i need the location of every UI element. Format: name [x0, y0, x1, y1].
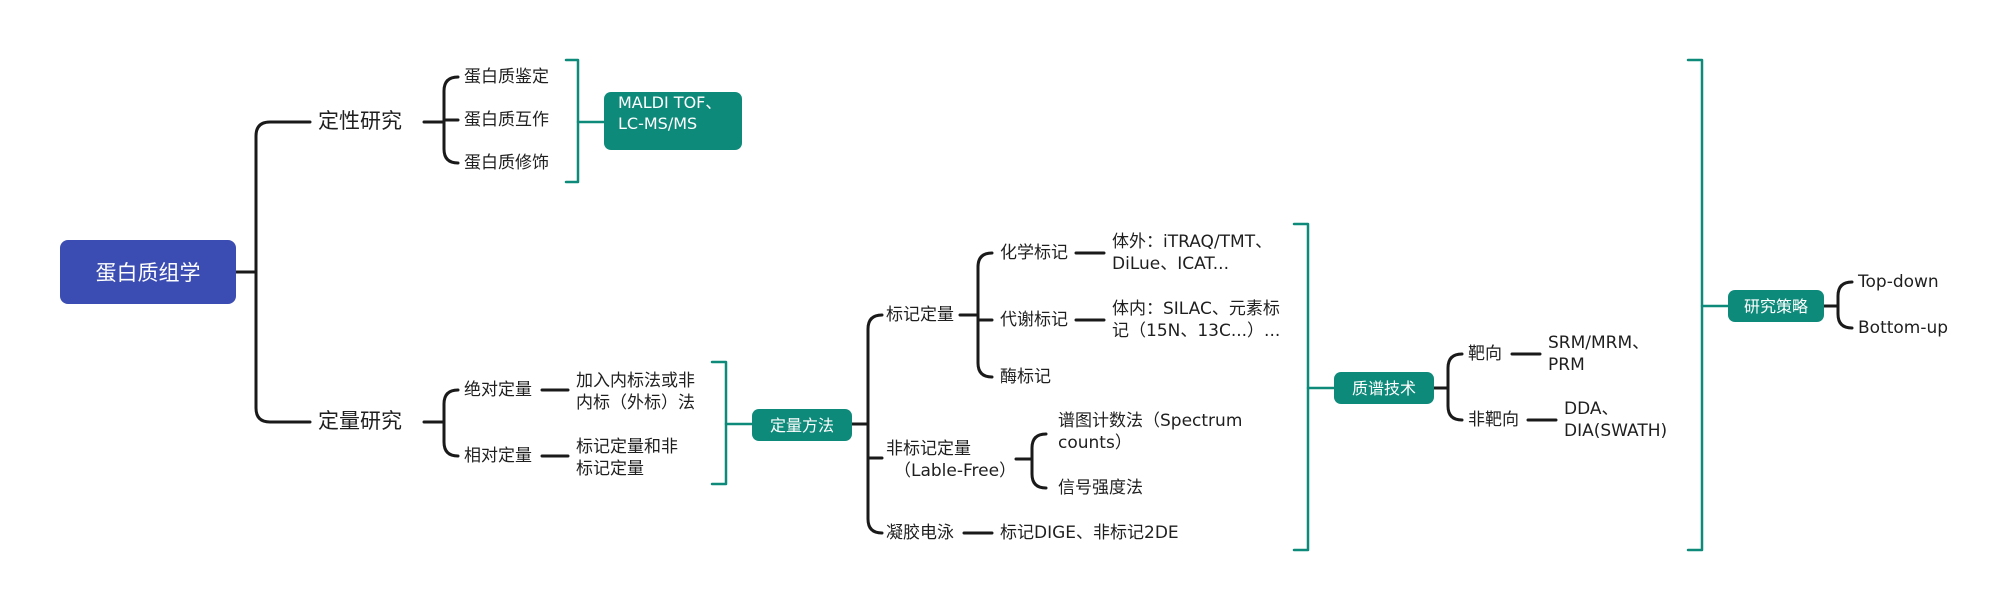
tag-strategy: 研究策略 [1728, 290, 1824, 322]
node-chemical-detail-line1: 体外：iTRAQ/TMT、 [1112, 232, 1273, 252]
node-absolute: 绝对定量 [464, 380, 532, 400]
node-chemical-detail: 体外：iTRAQ/TMT、 DiLue、ICAT... [1112, 231, 1272, 275]
node-absolute-detail-line1: 加入内标法或非 [576, 371, 695, 391]
node-metabolic: 代谢标记 [1000, 310, 1068, 330]
node-protein-interaction: 蛋白质互作 [464, 110, 549, 130]
root-label: 蛋白质组学 [95, 261, 201, 285]
node-absolute-detail: 加入内标法或非 内标（外标）法 [576, 370, 695, 414]
node-chemical-detail-line2: DiLue、ICAT... [1112, 254, 1229, 274]
tag-qualitative-method: MALDI TOF、 LC-MS/MS [604, 92, 742, 150]
node-qualitative: 定性研究 [318, 109, 402, 133]
bracket-quantitative [710, 360, 728, 486]
node-gel-detail: 标记DIGE、非标记2DE [1000, 523, 1179, 543]
node-label-free-line2: （Lable-Free） [894, 461, 1017, 481]
node-untargeted-detail-line1: DDA、 [1564, 399, 1619, 419]
connector-level1 [254, 120, 312, 424]
node-protein-modification: 蛋白质修饰 [464, 153, 549, 173]
node-label-free: 非标记定量 （Lable-Free） [886, 438, 1016, 482]
connector-quant-items [442, 388, 460, 458]
node-relative: 相对定量 [464, 446, 532, 466]
node-metabolic-detail-line1: 体内：SILAC、元素标 [1112, 299, 1280, 319]
node-relative-detail-line2: 标记定量 [576, 459, 644, 479]
connector-label-free-items [1030, 432, 1048, 490]
node-enzyme: 酶标记 [1000, 367, 1051, 387]
node-targeted-detail-line1: SRM/MRM、 [1548, 333, 1650, 353]
node-untargeted-detail: DDA、 DIA(SWATH) [1564, 398, 1667, 442]
connector-ms-items [1446, 352, 1464, 422]
node-metabolic-detail: 体内：SILAC、元素标 记（15N、13C...）... [1112, 298, 1280, 342]
tag-quant-method: 定量方法 [752, 409, 852, 441]
node-quantitative: 定量研究 [318, 409, 402, 433]
node-targeted-detail: SRM/MRM、 PRM [1548, 332, 1649, 376]
node-targeted: 靶向 [1468, 344, 1502, 364]
node-protein-identification: 蛋白质鉴定 [464, 67, 549, 87]
node-spectrum-counts: 谱图计数法（Spectrum counts） [1058, 410, 1242, 454]
connector-labeled-items [976, 251, 994, 379]
node-relative-detail: 标记定量和非 标记定量 [576, 436, 678, 480]
node-untargeted-detail-line2: DIA(SWATH) [1564, 421, 1668, 441]
node-label-free-line1: 非标记定量 [886, 439, 971, 459]
root-node: 蛋白质组学 [60, 240, 236, 304]
tag-quant-method-label: 定量方法 [769, 415, 834, 435]
bracket-ms [1686, 58, 1704, 552]
node-relative-detail-line1: 标记定量和非 [576, 437, 678, 457]
tag-ms-tech-label: 质谱技术 [1351, 378, 1416, 398]
connector-methods-items [866, 313, 884, 535]
node-labeled: 标记定量 [886, 305, 954, 325]
node-top-down: Top-down [1858, 272, 1939, 292]
node-spectrum-counts-line1: 谱图计数法（Spectrum [1058, 411, 1243, 431]
bracket-qualitative [564, 58, 580, 184]
connector-strategy-items [1836, 280, 1854, 330]
node-untargeted: 非靶向 [1468, 410, 1519, 430]
node-gel: 凝胶电泳 [886, 523, 954, 543]
node-chemical: 化学标记 [1000, 243, 1068, 263]
node-absolute-detail-line2: 内标（外标）法 [576, 393, 695, 413]
tag-qualitative-method-line2: LC-MS/MS [618, 114, 698, 133]
node-metabolic-detail-line2: 记（15N、13C...）... [1112, 321, 1281, 341]
node-targeted-detail-line2: PRM [1548, 355, 1585, 375]
bracket-methods [1292, 222, 1310, 552]
node-spectrum-counts-line2: counts） [1058, 433, 1132, 453]
tag-strategy-label: 研究策略 [1743, 296, 1808, 316]
node-bottom-up: Bottom-up [1858, 318, 1949, 338]
node-signal-intensity: 信号强度法 [1058, 478, 1143, 498]
tag-ms-tech: 质谱技术 [1334, 372, 1434, 404]
tag-qualitative-method-line1: MALDI TOF、 [618, 93, 722, 112]
